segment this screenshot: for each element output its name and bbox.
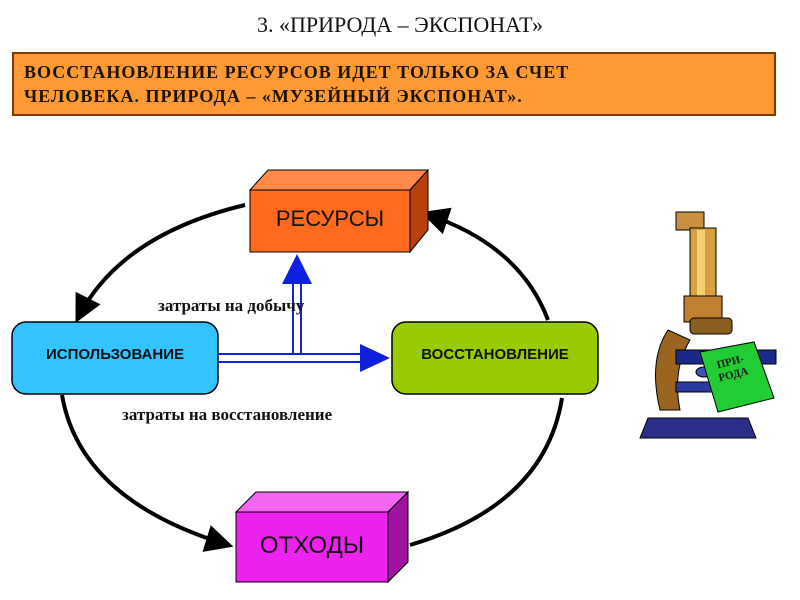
microscope-illustration — [639, 211, 777, 439]
banner-line-1: ВОССТАНОВЛЕНИЕ РЕСУРСОВ ИДЕТ ТОЛЬКО ЗА С… — [24, 62, 570, 82]
node-waste — [234, 490, 410, 584]
arrow-up-to-resources — [282, 254, 312, 354]
arc-waste-to-restoration — [409, 397, 564, 547]
restoration-cost-label: затраты на восстановление — [122, 405, 333, 424]
node-restoration — [391, 321, 599, 395]
arc-restoration-to-resources — [420, 207, 550, 321]
node-waste-label: ОТХОДЫ — [259, 532, 365, 559]
arc-resources-to-usage — [75, 203, 246, 323]
node-resources-label: РЕСУРСЫ — [275, 206, 385, 231]
extraction-cost-label: затраты на добычу — [158, 296, 305, 315]
node-usage — [11, 321, 219, 395]
node-usage-label: ИСПОЛЬЗОВАНИЕ — [45, 346, 185, 363]
page-title: 3. «ПРИРОДА – ЭКСПОНАТ» — [256, 12, 543, 37]
banner-line-2: ЧЕЛОВЕКА. ПРИРОДА – «МУЗЕЙНЫЙ ЭКСПОНАТ». — [24, 86, 523, 106]
statement-banner: ВОССТАНОВЛЕНИЕ РЕСУРСОВ ИДЕТ ТОЛЬКО ЗА С… — [12, 52, 776, 116]
arc-usage-to-waste — [60, 394, 234, 552]
arrow-usage-to-restoration — [218, 344, 390, 372]
node-restoration-label: ВОССТАНОВЛЕНИЕ — [421, 346, 569, 363]
node-resources — [248, 168, 430, 254]
